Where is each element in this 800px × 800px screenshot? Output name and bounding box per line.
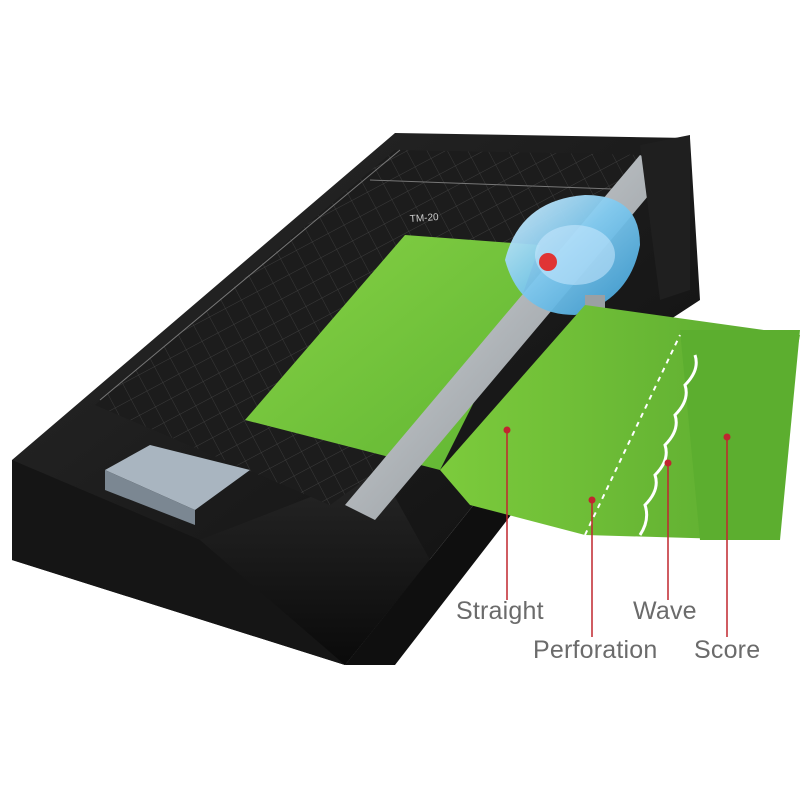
straight-cut-label: Straight bbox=[456, 597, 544, 625]
svg-text:TM-20: TM-20 bbox=[409, 212, 439, 225]
score-cut-label: Score bbox=[694, 636, 761, 664]
cut-paper-samples bbox=[440, 305, 800, 540]
paper-guide[interactable] bbox=[105, 445, 250, 525]
perforation-cut-label: Perforation bbox=[533, 636, 658, 664]
wave-cut-label: Wave bbox=[633, 597, 697, 625]
callout-lines bbox=[503, 426, 731, 637]
blade-carriage[interactable] bbox=[505, 195, 640, 330]
